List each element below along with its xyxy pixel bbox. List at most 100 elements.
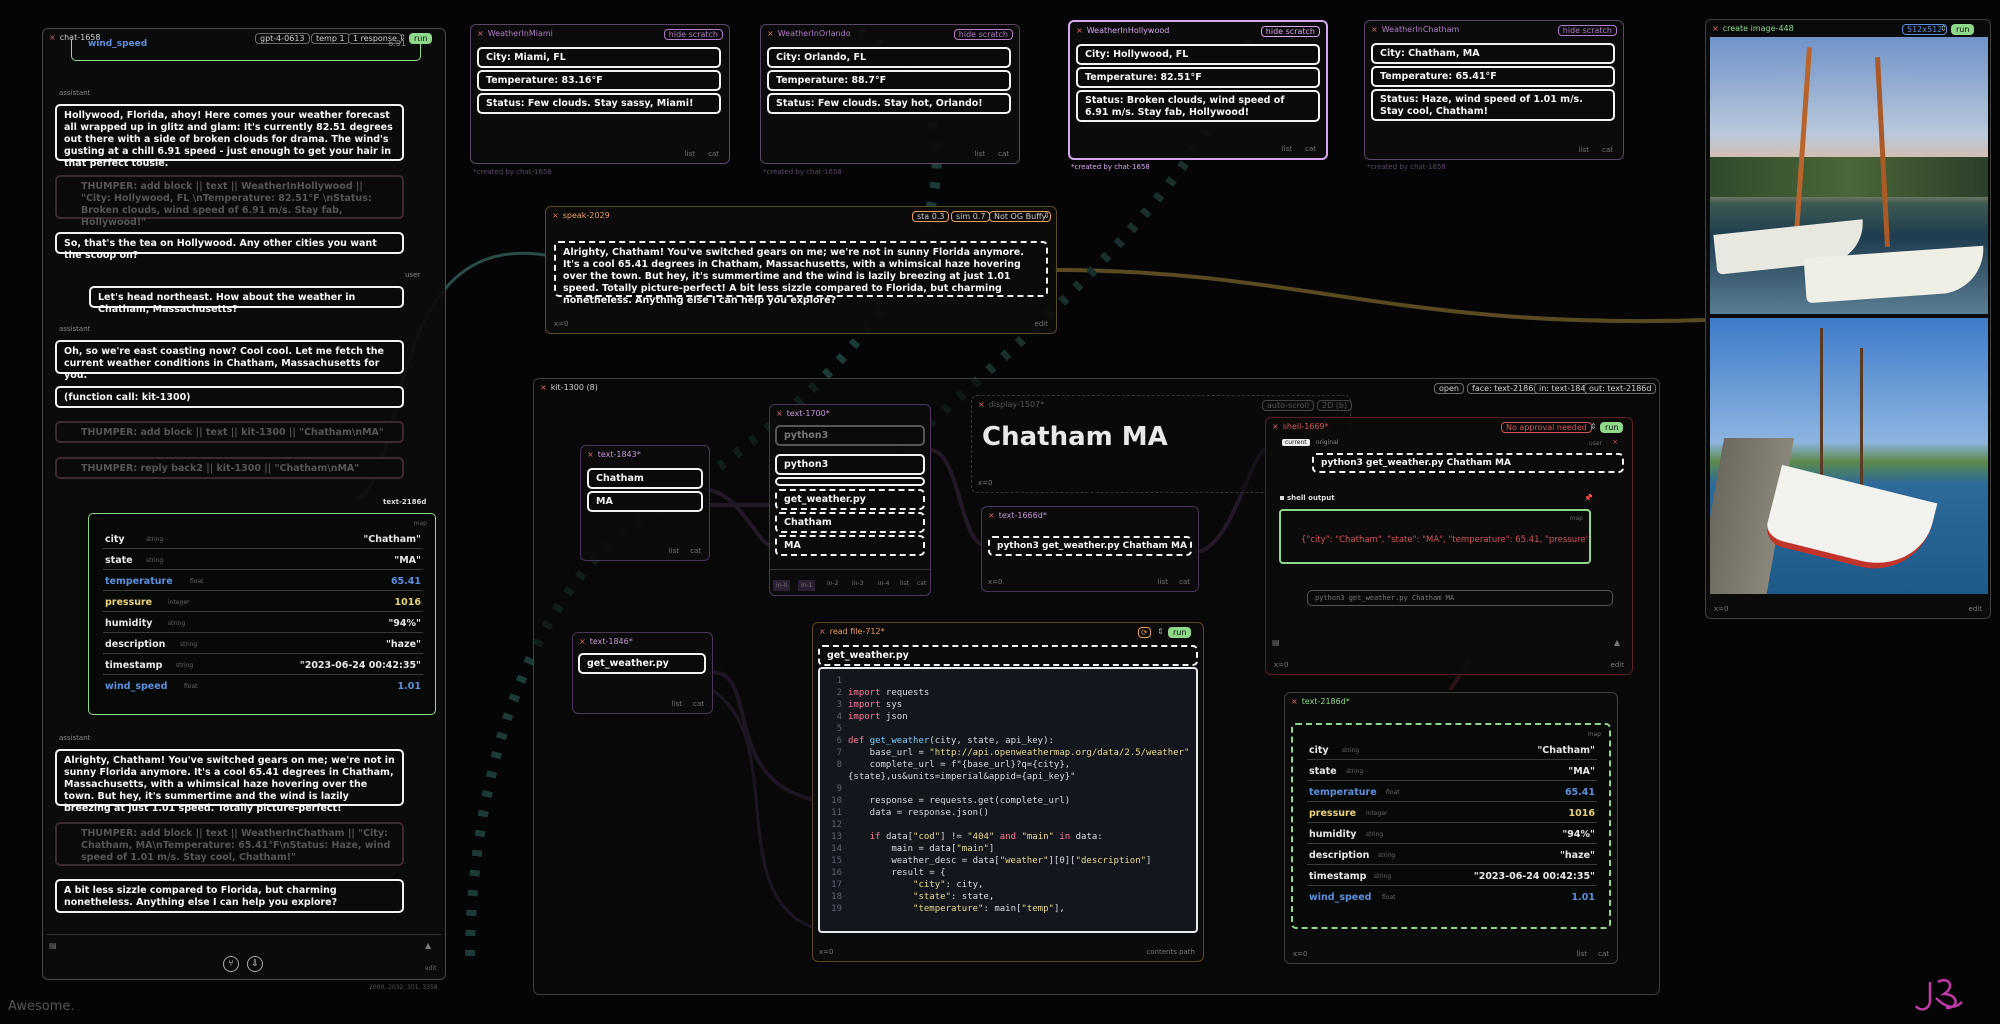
text-item[interactable]: python3 get_weather.py Chatham MA bbox=[988, 536, 1192, 556]
collapse-icon[interactable]: ▲ bbox=[425, 941, 432, 950]
cat-icon[interactable]: cat bbox=[693, 700, 704, 708]
harbor-image[interactable] bbox=[1710, 318, 1988, 594]
shell-command[interactable]: python3 get_weather.py Chatham MA bbox=[1312, 453, 1624, 473]
close-icon[interactable]: × bbox=[1712, 24, 1719, 33]
hide-scratch-button[interactable]: hide scratch bbox=[663, 29, 723, 40]
refresh-icon[interactable]: ⟳ bbox=[1138, 627, 1151, 638]
message-bubble[interactable]: So, that's the tea on Hollywood. Any oth… bbox=[55, 232, 404, 261]
weather-line[interactable]: Status: Few clouds. Stay hot, Orlando! bbox=[767, 93, 1011, 114]
weather-line[interactable]: Temperature: 65.41°F bbox=[1371, 66, 1615, 87]
tab-in-1[interactable]: in-1 bbox=[798, 580, 816, 591]
run-button[interactable]: run bbox=[1600, 422, 1624, 433]
text-item[interactable]: Chatham bbox=[775, 512, 925, 533]
close-icon[interactable]: × bbox=[819, 627, 826, 636]
thumper-bubble[interactable]: THUMPER: add block || text || WeatherInC… bbox=[55, 822, 404, 866]
list-icon[interactable]: list bbox=[1576, 950, 1587, 958]
close-icon[interactable]: × bbox=[1371, 25, 1378, 34]
text-item[interactable]: get_weather.py bbox=[578, 653, 706, 674]
face-tag[interactable]: face: text-2186d bbox=[1467, 383, 1544, 394]
thumper-bubble[interactable]: THUMPER: reply back2 || kit-1300 || "Cha… bbox=[55, 457, 404, 479]
speak-text[interactable]: Alrighty, Chatham! You've switched gears… bbox=[554, 241, 1048, 306]
run-button[interactable]: run bbox=[1951, 24, 1975, 35]
weather-line[interactable]: Status: Haze, wind speed of 1.01 m/s. St… bbox=[1371, 89, 1615, 121]
hide-scratch-button[interactable]: hide scratch bbox=[953, 29, 1013, 40]
text-item[interactable]: python3 bbox=[775, 425, 925, 446]
text-item[interactable]: get_weather.py bbox=[775, 489, 925, 510]
weather-line[interactable]: City: Hollywood, FL bbox=[1076, 44, 1320, 65]
thumper-bubble[interactable]: THUMPER: add block || text || WeatherInH… bbox=[55, 175, 404, 228]
tab-in-2[interactable]: in-2 bbox=[827, 580, 839, 587]
sim-tag[interactable]: sim 0.7 bbox=[951, 211, 991, 222]
text-item[interactable]: Chatham bbox=[587, 468, 703, 489]
message-bubble[interactable]: Alrighty, Chatham! You've switched gears… bbox=[55, 749, 404, 814]
drag-handle-icon[interactable]: ▤ bbox=[1272, 638, 1280, 647]
cat-icon[interactable]: cat bbox=[1179, 578, 1190, 586]
close-icon[interactable]: × bbox=[1272, 422, 1279, 431]
list-icon[interactable]: list bbox=[1157, 578, 1168, 586]
approval-badge[interactable]: No approval needed bbox=[1501, 422, 1592, 433]
sta-tag[interactable]: sta 0.3 bbox=[912, 211, 950, 222]
cat-icon[interactable]: cat bbox=[1305, 145, 1316, 153]
close-icon[interactable]: × bbox=[552, 211, 559, 220]
close-icon[interactable]: × bbox=[978, 400, 985, 409]
close-icon[interactable]: × bbox=[540, 383, 547, 392]
close-icon[interactable]: × bbox=[1291, 697, 1298, 706]
edit-label[interactable]: edit bbox=[1610, 661, 1624, 669]
weather-line[interactable]: Temperature: 83.16°F bbox=[477, 70, 721, 91]
swap-icon[interactable]: ⇕ bbox=[1940, 24, 1947, 33]
text-item[interactable]: MA bbox=[775, 535, 925, 556]
mode-tag[interactable]: 2D (b) bbox=[1317, 400, 1353, 411]
weather-line[interactable]: Temperature: 82.51°F bbox=[1076, 67, 1320, 88]
edit-label[interactable]: edit bbox=[425, 965, 437, 972]
close-icon[interactable]: × bbox=[587, 450, 594, 459]
size-tag[interactable]: 512x512 bbox=[1902, 24, 1948, 35]
user-bubble[interactable]: Let's head northeast. How about the weat… bbox=[89, 286, 404, 315]
edit-label[interactable]: edit bbox=[1034, 320, 1048, 328]
tab-in-0[interactable]: in-0 bbox=[773, 580, 791, 591]
weather-line[interactable]: Status: Few clouds. Stay sassy, Miami! bbox=[477, 93, 721, 114]
message-bubble[interactable]: (function call: kit-1300) bbox=[55, 386, 404, 408]
auto-scroll-tag[interactable]: auto-scroll bbox=[1262, 400, 1315, 411]
voice-tag[interactable]: Not OG Buffy bbox=[989, 211, 1052, 222]
list-icon[interactable]: list bbox=[684, 150, 695, 158]
close-icon[interactable]: × bbox=[776, 409, 783, 418]
hide-scratch-button[interactable]: hide scratch bbox=[1557, 25, 1617, 36]
list-icon[interactable]: list bbox=[974, 150, 985, 158]
text-item-empty[interactable] bbox=[775, 477, 925, 486]
branch-icon[interactable]: ⑂ bbox=[223, 956, 239, 972]
cat-icon[interactable]: cat bbox=[708, 150, 719, 158]
text-item[interactable]: MA bbox=[587, 491, 703, 512]
thumper-bubble[interactable]: THUMPER: add block || text || kit-1300 |… bbox=[55, 421, 404, 443]
weather-line[interactable]: City: Miami, FL bbox=[477, 47, 721, 68]
model-tag[interactable]: gpt-4-0613 bbox=[255, 33, 310, 44]
run-button[interactable]: run bbox=[1168, 627, 1192, 638]
list-icon[interactable]: list bbox=[1281, 145, 1292, 153]
swap-icon[interactable]: ⇕ bbox=[1157, 627, 1164, 636]
close-icon[interactable]: × bbox=[767, 29, 774, 38]
sailboat-image[interactable] bbox=[1710, 37, 1988, 314]
cat-icon[interactable]: cat bbox=[998, 150, 1009, 158]
pin-icon[interactable]: 📌 bbox=[1584, 494, 1593, 502]
tab-in-4[interactable]: in-4 bbox=[878, 580, 890, 587]
swap-icon[interactable]: ⇕ bbox=[1590, 422, 1597, 431]
weather-line[interactable]: Temperature: 88.7°F bbox=[767, 70, 1011, 91]
cat-icon[interactable]: cat bbox=[1602, 146, 1613, 154]
out-tag[interactable]: out: text-2186d bbox=[1584, 383, 1657, 394]
close-icon[interactable]: × bbox=[1612, 438, 1618, 446]
list-icon[interactable]: list bbox=[1578, 146, 1589, 154]
hide-scratch-button[interactable]: hide scratch bbox=[1260, 26, 1320, 37]
open-button[interactable]: open bbox=[1434, 383, 1464, 394]
tab-list[interactable]: list bbox=[900, 580, 909, 587]
close-icon[interactable]: × bbox=[988, 511, 995, 520]
message-bubble[interactable]: A bit less sizzle compared to Florida, b… bbox=[55, 879, 404, 913]
